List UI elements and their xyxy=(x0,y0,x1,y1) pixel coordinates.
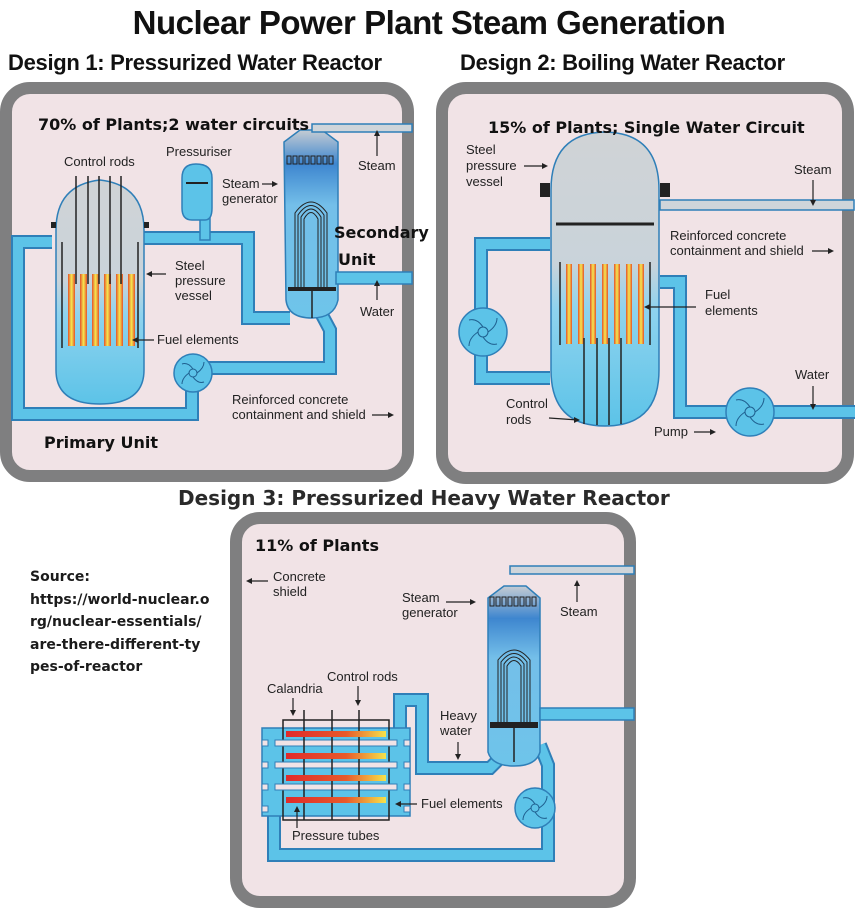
pwr-steam-label: Steam xyxy=(358,158,396,173)
bwr-fuel-elements xyxy=(566,264,644,344)
phwr-fuel-label: Fuel elements xyxy=(421,796,503,811)
bwr-fuel-label-2: elements xyxy=(705,303,758,318)
bwr-control-rods-label-1: Control xyxy=(506,396,548,411)
phwr-heavy-water-label-1: Heavy xyxy=(440,708,477,723)
phwr-steam-pipe xyxy=(509,565,635,575)
phwr-heavy-water-pipe xyxy=(395,695,504,773)
bwr-control-rods-label-2: rods xyxy=(506,412,532,427)
phwr-feedwater-pipe xyxy=(539,707,635,721)
bwr-containment-label-1: Reinforced concrete xyxy=(670,228,786,243)
source-url[interactable]: https://world-nuclear.org/nuclear-essent… xyxy=(30,591,210,676)
pwr-vessel-label-1: Steel xyxy=(175,258,205,273)
page-title: Nuclear Power Plant Steam Generation xyxy=(132,4,726,41)
pwr-pressure-vessel xyxy=(55,179,145,405)
pwr-steam-generator-label-2: generator xyxy=(222,191,278,206)
pwr-vessel-label-2: pressure xyxy=(175,273,226,288)
phwr-pump-icon xyxy=(514,787,556,829)
pwr-pressuriser xyxy=(181,163,213,221)
phwr-return-pipe xyxy=(269,743,553,860)
bwr-vessel-label-3: vessel xyxy=(466,174,503,189)
phwr-concrete-label-2: shield xyxy=(273,584,307,599)
design-2-heading: Design 2: Boiling Water Reactor xyxy=(460,50,785,75)
bwr-containment-label-2: containment and shield xyxy=(670,243,804,258)
phwr-diagram: 11% of Plants Concrete shield Steam gene… xyxy=(246,536,635,862)
pwr-containment-label-1: Reinforced concrete xyxy=(232,392,348,407)
pwr-share-label: 70% of Plants;2 water circuits xyxy=(38,115,309,134)
pwr-fuel-elements xyxy=(68,274,135,346)
pwr-steam-generator-label-1: Steam xyxy=(222,176,260,191)
source-label: Source: xyxy=(30,569,90,585)
bwr-vessel-label-2: pressure xyxy=(466,158,517,173)
bwr-vessel-label-1: Steel xyxy=(466,142,496,157)
source-citation: Source: https://world-nuclear.org/nuclea… xyxy=(30,566,210,679)
bwr-feedwater-pump-icon xyxy=(725,387,775,437)
design-3-panel xyxy=(230,512,636,908)
bwr-fuel-label-1: Fuel xyxy=(705,287,730,302)
phwr-concrete-label-1: Concrete xyxy=(273,569,326,584)
phwr-calandria xyxy=(261,710,411,821)
bwr-diagram: 15% of Plants; Single Water Circuit Stee… xyxy=(458,118,855,439)
pwr-cold-leg-pipe xyxy=(204,312,335,373)
pwr-control-rods xyxy=(75,176,122,284)
phwr-pressure-tubes-label: Pressure tubes xyxy=(292,828,380,843)
pwr-water-label: Water xyxy=(360,304,395,319)
pwr-steam-pipe xyxy=(311,123,413,133)
phwr-steam-generator-label-2: generator xyxy=(402,605,458,620)
pwr-vessel-label-3: vessel xyxy=(175,288,212,303)
bwr-water-label: Water xyxy=(795,367,830,382)
bwr-steam-pipe xyxy=(659,199,855,211)
bwr-steam-label: Steam xyxy=(794,162,832,177)
design-3-heading: Design 3: Pressurized Heavy Water Reacto… xyxy=(178,486,670,510)
phwr-steam-generator-label-1: Steam xyxy=(402,590,440,605)
pwr-primary-unit-label: Primary Unit xyxy=(44,433,158,452)
bwr-recirculation-pump-icon xyxy=(458,307,508,357)
pwr-hot-leg-pipe xyxy=(140,233,290,323)
bwr-share-label: 15% of Plants; Single Water Circuit xyxy=(488,118,805,137)
pwr-containment-label-2: containment and shield xyxy=(232,407,366,422)
pwr-pressuriser-label: Pressuriser xyxy=(166,144,232,159)
bwr-control-rods xyxy=(583,338,622,425)
pwr-diagram: 70% of Plants;2 water circuits Control r… xyxy=(11,115,429,452)
phwr-heavy-water-label-2: water xyxy=(439,723,472,738)
pwr-secondary-unit-label-1: Secondary xyxy=(334,223,429,242)
pwr-pump-icon xyxy=(173,353,213,393)
phwr-control-rods-label: Control rods xyxy=(327,669,398,684)
bwr-pump-label: Pump xyxy=(654,424,688,439)
phwr-fuel-elements xyxy=(286,731,386,803)
phwr-steam-label: Steam xyxy=(560,604,598,619)
design-1-heading: Design 1: Pressurized Water Reactor xyxy=(8,50,382,75)
phwr-share-label: 11% of Plants xyxy=(255,536,379,555)
pwr-secondary-unit-label-2: Unit xyxy=(338,250,376,269)
pwr-feedwater-pipe xyxy=(335,271,413,285)
phwr-calandria-label: Calandria xyxy=(267,681,323,696)
pwr-control-rods-label: Control rods xyxy=(64,154,135,169)
pwr-fuel-label: Fuel elements xyxy=(157,332,239,347)
pwr-primary-loop-pipe xyxy=(13,237,197,419)
